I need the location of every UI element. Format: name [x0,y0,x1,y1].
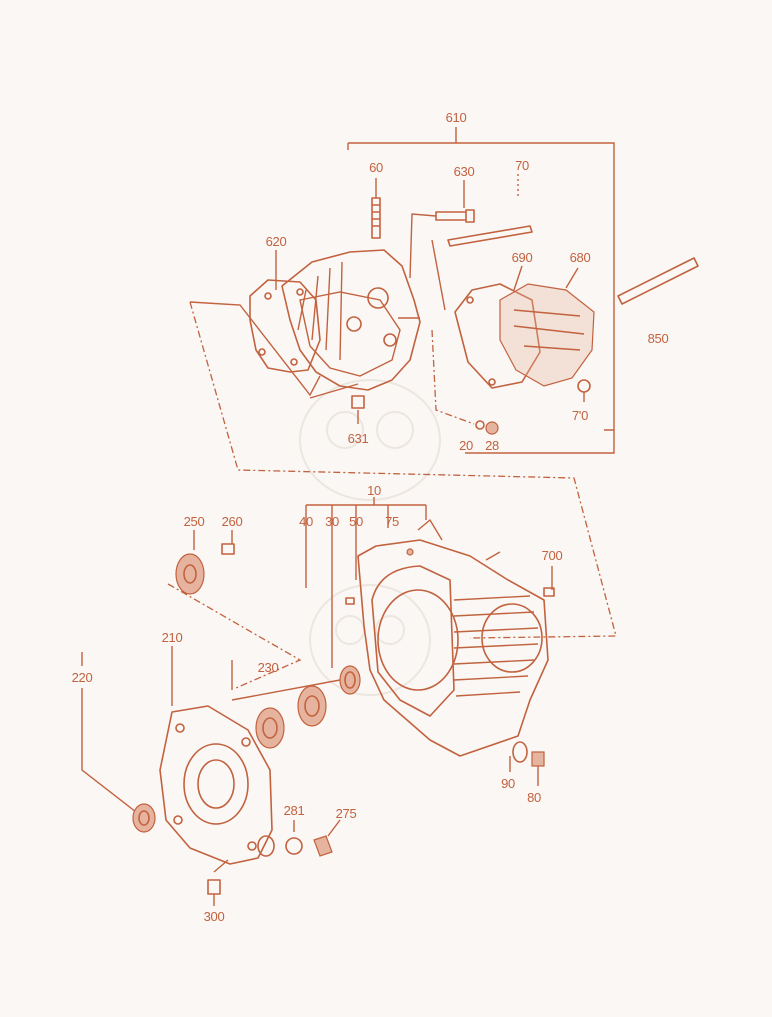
bolt-300 [207,859,229,906]
label-40: 40 [299,514,313,529]
cylinder-head [189,249,421,397]
label-90: 90 [501,776,515,791]
bracket-610 [347,127,615,454]
label-220: 220 [72,670,93,685]
pin-260 [221,530,235,555]
label-631: 631 [348,431,369,446]
gasket-620 [249,250,321,373]
watermark-mascot [299,379,441,696]
label-700: 700 [542,548,563,563]
label-230: 230 [258,660,279,675]
label-7-0: 7'0 [572,408,588,423]
label-210: 210 [162,630,183,645]
label-80: 80 [527,790,541,805]
label-281: 281 [284,803,305,818]
rocker-cover-680 [499,267,595,402]
crankcase-cover-210 [159,646,275,865]
label-275: 275 [336,806,357,821]
oil-seal [339,665,361,695]
bolt-630 [409,174,533,311]
label-680: 680 [570,250,591,265]
label-260: 260 [222,514,243,529]
part-275 [313,819,341,857]
shaft-230 [231,679,341,701]
leader-gear [167,583,302,689]
bearing-1 [297,685,327,727]
label-60: 60 [369,160,383,175]
gear-250 [175,530,205,595]
label-50: 50 [349,514,363,529]
label-20: 20 [459,438,473,453]
bolt-631 [309,383,365,424]
crankcase-block [345,518,549,757]
part-labels: 610 60 630 70 620 690 680 850 631 20 28 … [72,110,669,924]
label-610: 610 [446,110,467,125]
label-690: 690 [512,250,533,265]
plug-700 [543,566,555,597]
label-75: 75 [385,514,399,529]
bracket-10 [305,497,427,668]
label-250: 250 [184,514,205,529]
seal-220 [81,652,156,833]
label-850: 850 [648,331,669,346]
stud-60 [371,178,381,239]
leader-head-to-block [189,301,617,639]
rod-850 [617,257,699,305]
gasket-690 [454,265,541,389]
label-30: 30 [325,514,339,529]
drain-90-80 [509,741,545,786]
ring-281 [285,820,303,855]
label-70: 70 [515,158,529,173]
label-28: 28 [485,438,499,453]
label-630: 630 [454,164,475,179]
bearing-2 [255,707,285,749]
label-620: 620 [266,234,287,249]
label-10: 10 [367,483,381,498]
plug-20-28 [431,329,499,435]
label-300: 300 [204,909,225,924]
